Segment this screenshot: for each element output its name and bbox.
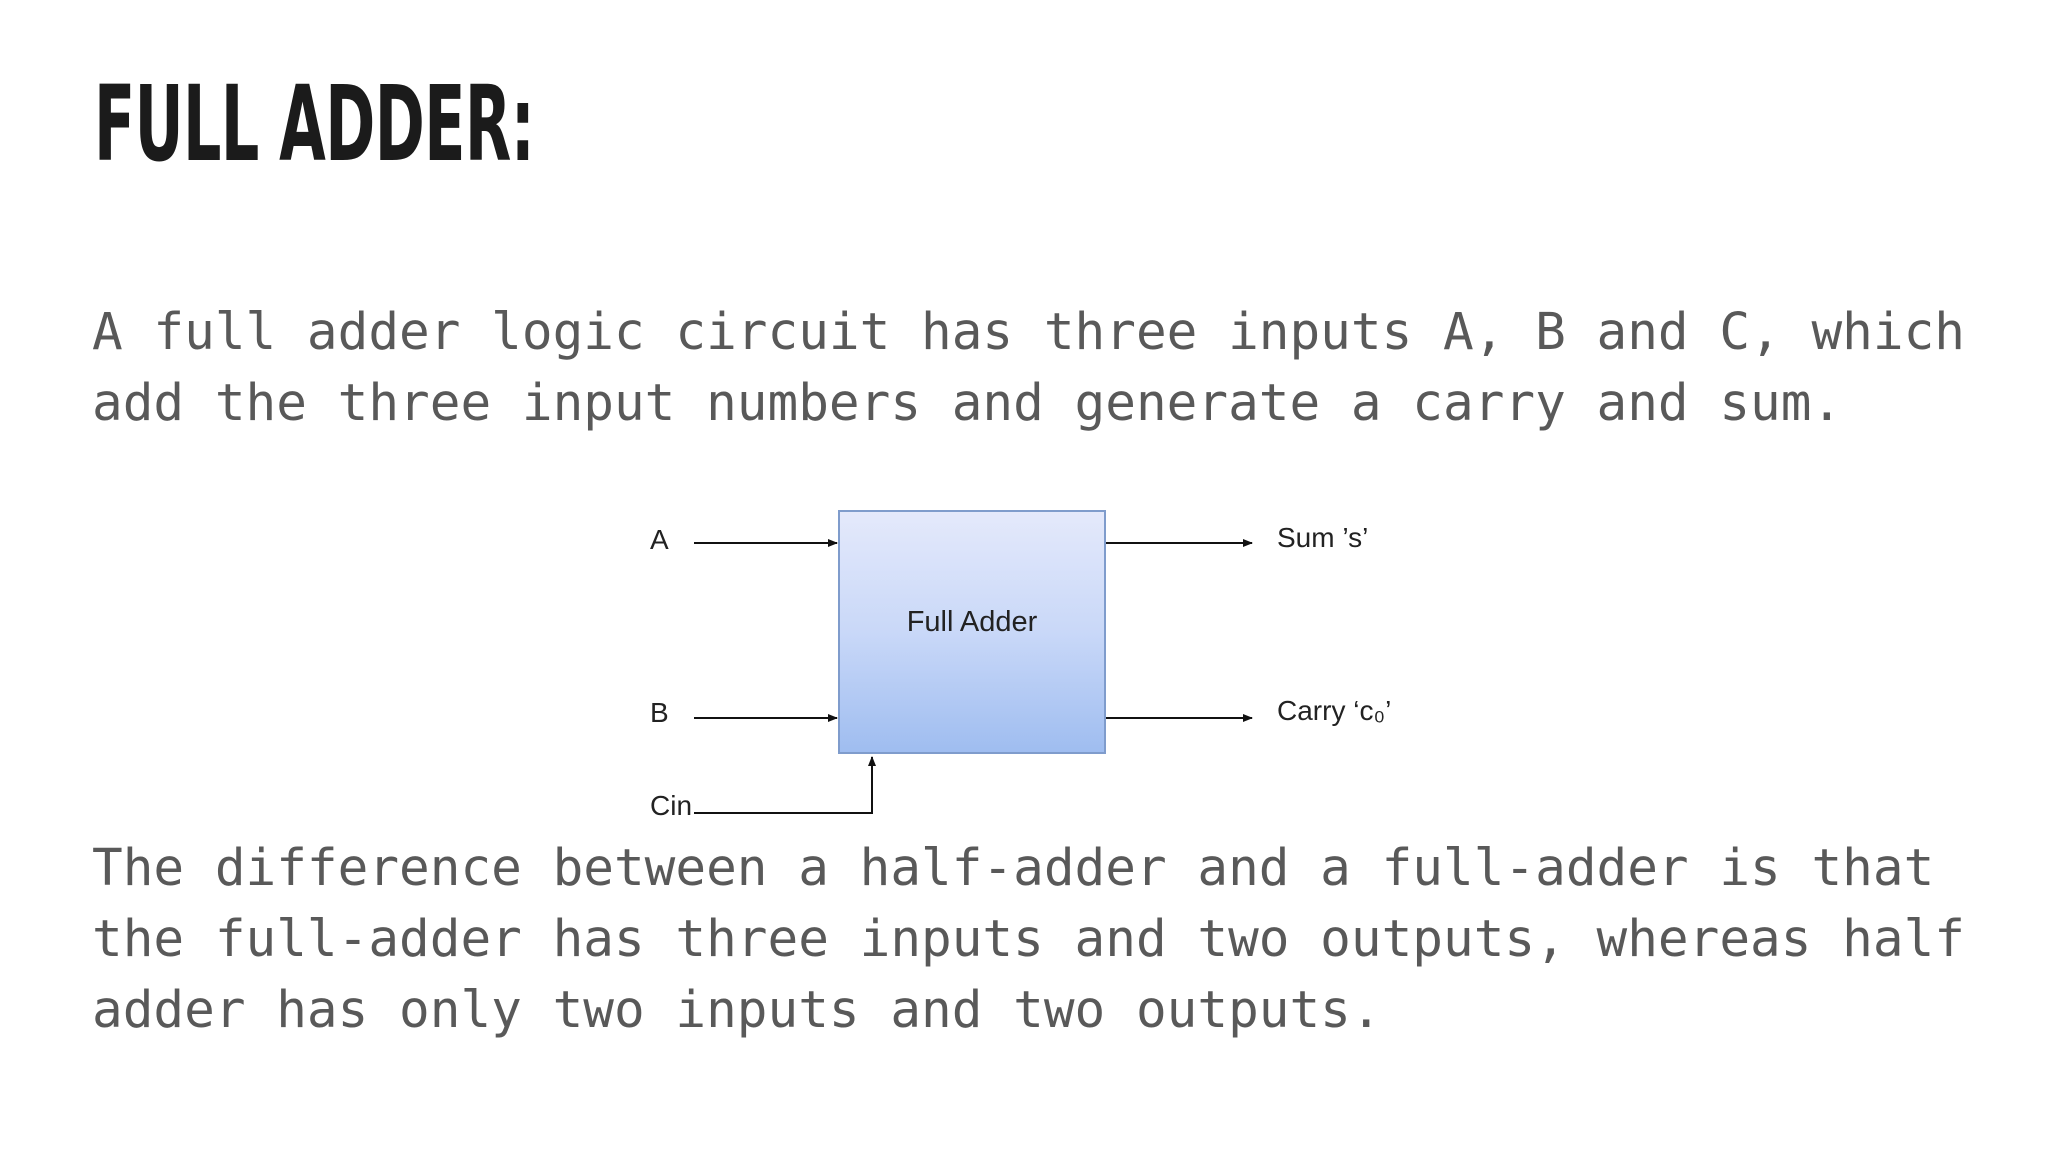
difference-paragraph: The difference between a half-adder and … [92, 833, 1965, 1046]
input-b-label: B [650, 697, 669, 728]
output-sum-label: Sum ’s’ [1277, 522, 1369, 553]
full-adder-block: Full Adder [838, 510, 1106, 754]
slide-title: FULL ADDER: [94, 63, 535, 185]
input-cin-label: Cin [650, 790, 693, 821]
intro-paragraph: A full adder logic circuit has three inp… [92, 297, 1965, 439]
intro-line-1: A full adder logic circuit has three inp… [92, 303, 1965, 362]
full-adder-diagram: Full Adder A B Cin Sum ’s’ Carry ‘c₀’ [620, 480, 1440, 830]
output-carry-label: Carry ‘c₀’ [1277, 695, 1392, 726]
input-cin-wire [694, 756, 876, 814]
difference-line-2: the full-adder has three inputs and two … [92, 910, 1965, 969]
difference-line-3: adder has only two inputs and two output… [92, 981, 1382, 1040]
diagram-wires [694, 539, 1253, 814]
difference-line-1: The difference between a half-adder and … [92, 839, 1935, 898]
input-a-label: A [650, 524, 669, 555]
intro-line-2: add the three input numbers and generate… [92, 374, 1843, 433]
full-adder-label: Full Adder [906, 605, 1038, 638]
